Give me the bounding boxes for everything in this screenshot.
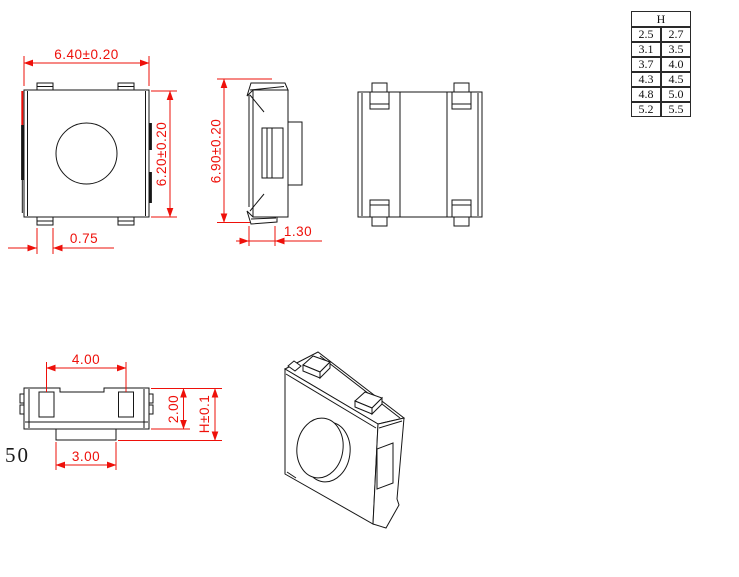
dim-label-terminal-pitch: 4.00 bbox=[72, 352, 100, 367]
corner-terminal-top-right bbox=[451, 82, 472, 110]
front-projection-view bbox=[357, 82, 483, 227]
side-view: 6.90±0.20 1.30 bbox=[209, 78, 322, 246]
dim-stem-width: 3.00 bbox=[55, 442, 117, 470]
dim-label-top-height: 6.20±0.20 bbox=[154, 122, 169, 186]
stem-base bbox=[55, 428, 117, 441]
side-stem bbox=[287, 121, 303, 186]
height-options-table: H 2.5 2.7 3.1 3.5 3.7 4.0 4.3 4.5 4.8 5.… bbox=[631, 11, 691, 117]
table-row: 3.7 4.0 bbox=[631, 57, 691, 72]
sheet-number-label: 50 bbox=[5, 443, 30, 467]
dim-base-width: 1.30 bbox=[236, 224, 322, 246]
table-cell: 4.5 bbox=[661, 72, 691, 87]
table-row: 5.2 5.5 bbox=[631, 102, 691, 117]
table-header-h: H bbox=[631, 11, 691, 27]
dim-label-body-height: 2.00 bbox=[166, 395, 181, 423]
dim-label-stem-width: 3.00 bbox=[72, 449, 100, 464]
iso-terminal-bump bbox=[302, 355, 331, 380]
iso-terminal-bump bbox=[354, 391, 383, 416]
table-cell: 2.5 bbox=[631, 27, 661, 42]
table-header-row: H bbox=[631, 11, 691, 27]
dim-body-height: 2.00 bbox=[151, 388, 222, 430]
corner-terminal-top-left bbox=[369, 82, 390, 110]
table-cell: 2.7 bbox=[661, 27, 691, 42]
table-cell: 3.1 bbox=[631, 42, 661, 57]
table-row: 4.8 5.0 bbox=[631, 87, 691, 102]
table-row: 3.1 3.5 bbox=[631, 42, 691, 57]
table-cell: 4.0 bbox=[661, 57, 691, 72]
top-view: 6.40±0.20 6.20±0.20 0.75 bbox=[8, 47, 177, 254]
dim-top-width: 6.40±0.20 bbox=[23, 47, 150, 86]
dim-label-top-width: 6.40±0.20 bbox=[54, 47, 118, 62]
dim-pad-width: 0.75 bbox=[8, 228, 114, 254]
dim-total-height: H±0.1 bbox=[118, 388, 222, 441]
table-cell: 5.5 bbox=[661, 102, 691, 117]
table-cell: 5.0 bbox=[661, 87, 691, 102]
dim-top-height: 6.20±0.20 bbox=[151, 90, 177, 218]
dim-side-height: 6.90±0.20 bbox=[209, 78, 272, 223]
table-cell: 5.2 bbox=[631, 102, 661, 117]
dim-label-pad-width: 0.75 bbox=[70, 231, 98, 246]
actuator-button-circle bbox=[55, 122, 118, 185]
dim-label-total-height: H±0.1 bbox=[197, 395, 212, 433]
front-view-body-outline bbox=[357, 91, 483, 218]
dim-label-side-height: 6.90±0.20 bbox=[209, 119, 224, 183]
iso-button-face bbox=[296, 417, 344, 479]
dim-label-base-width: 1.30 bbox=[284, 224, 312, 239]
table-cell: 3.5 bbox=[661, 42, 691, 57]
table-cell: 4.3 bbox=[631, 72, 661, 87]
table-row: 4.3 4.5 bbox=[631, 72, 691, 87]
corner-terminal-bottom-right bbox=[451, 199, 472, 227]
elevation-body-outline bbox=[23, 387, 150, 430]
table-row: 2.5 2.7 bbox=[631, 27, 691, 42]
elevation-view: 4.00 3.00 2.00 H±0.1 bbox=[19, 352, 222, 470]
iso-side-slot bbox=[376, 442, 394, 490]
top-view-body-outline bbox=[23, 89, 150, 218]
table-cell: 3.7 bbox=[631, 57, 661, 72]
bent-terminal-top bbox=[246, 82, 289, 97]
dim-terminal-pitch: 4.00 bbox=[46, 352, 127, 392]
table-cell: 4.8 bbox=[631, 87, 661, 102]
corner-terminal-bottom-left bbox=[369, 199, 390, 227]
bent-terminal-bottom bbox=[246, 210, 278, 225]
isometric-view bbox=[283, 351, 406, 529]
